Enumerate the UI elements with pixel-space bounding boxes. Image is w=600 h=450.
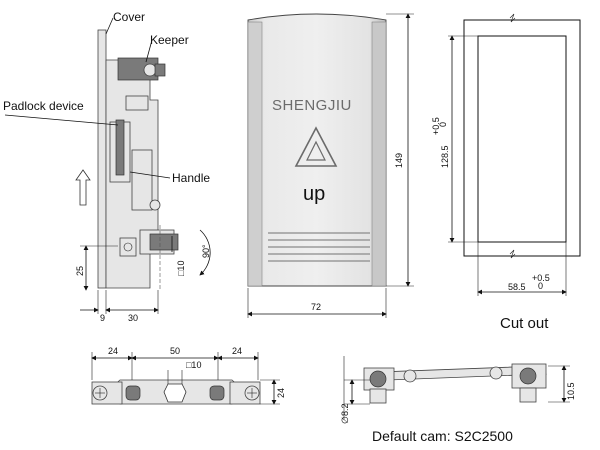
dim-cam-dia-symbol: ∅ — [340, 416, 350, 424]
padlock-device-label: Padlock device — [3, 99, 84, 113]
dim-square-10: □10 — [176, 261, 186, 276]
cam-screw-left-icon — [403, 369, 417, 383]
dim-128-5-tol-lower: 0 — [438, 122, 448, 127]
bottom-view — [91, 352, 280, 405]
dim-58-5: 58.5 — [508, 282, 526, 292]
dim-30: 30 — [128, 313, 138, 323]
keeper-label: Keeper — [150, 33, 189, 47]
break-mark-icon — [509, 13, 516, 23]
cam-caption: Default cam: S2C2500 — [372, 428, 513, 444]
cover-label: Cover — [113, 10, 145, 24]
logo-mark: up — [303, 183, 325, 205]
rotation-arc-icon — [199, 229, 211, 276]
cutout-view — [448, 13, 581, 296]
dim-128-5-tol-upper: +0.5 — [431, 117, 441, 135]
up-arrow-icon — [75, 169, 91, 206]
dim-cam-10-5: 10.5 — [566, 382, 576, 400]
warning-triangle-icon — [294, 126, 338, 167]
cutout-outer — [463, 19, 581, 257]
handle-label: Handle — [172, 171, 210, 185]
dim-90-degrees: 90° — [201, 244, 211, 258]
dim-bottom-square-10: □10 — [186, 360, 201, 370]
dim-149: 149 — [394, 153, 404, 168]
dim-72: 72 — [311, 302, 321, 312]
cover-plate — [97, 29, 107, 289]
dim-58-5-tol-lower: 0 — [538, 281, 543, 291]
front-body — [247, 13, 387, 287]
brand-name: SHENGJIU — [272, 97, 352, 114]
dim-25: 25 — [75, 266, 85, 276]
side-view — [4, 17, 211, 314]
square-drive-icon — [163, 383, 187, 403]
dim-cam-dia: 8.2 — [340, 403, 350, 416]
cutout-inner — [477, 35, 567, 243]
dim-bottom-50: 50 — [170, 346, 180, 356]
cam-view — [343, 356, 570, 420]
front-view — [247, 13, 414, 318]
dim-bottom-24-right: 24 — [232, 346, 242, 356]
cutout-title: Cut out — [500, 315, 549, 332]
dim-bottom-24-height: 24 — [276, 388, 286, 398]
dim-bottom-24-left: 24 — [108, 346, 118, 356]
dim-58-5-tol-upper: +0.5 — [532, 273, 550, 283]
cam-screw-right-icon — [489, 366, 503, 380]
dim-128-5: 128.5 — [440, 145, 450, 168]
dim-9: 9 — [100, 313, 105, 323]
